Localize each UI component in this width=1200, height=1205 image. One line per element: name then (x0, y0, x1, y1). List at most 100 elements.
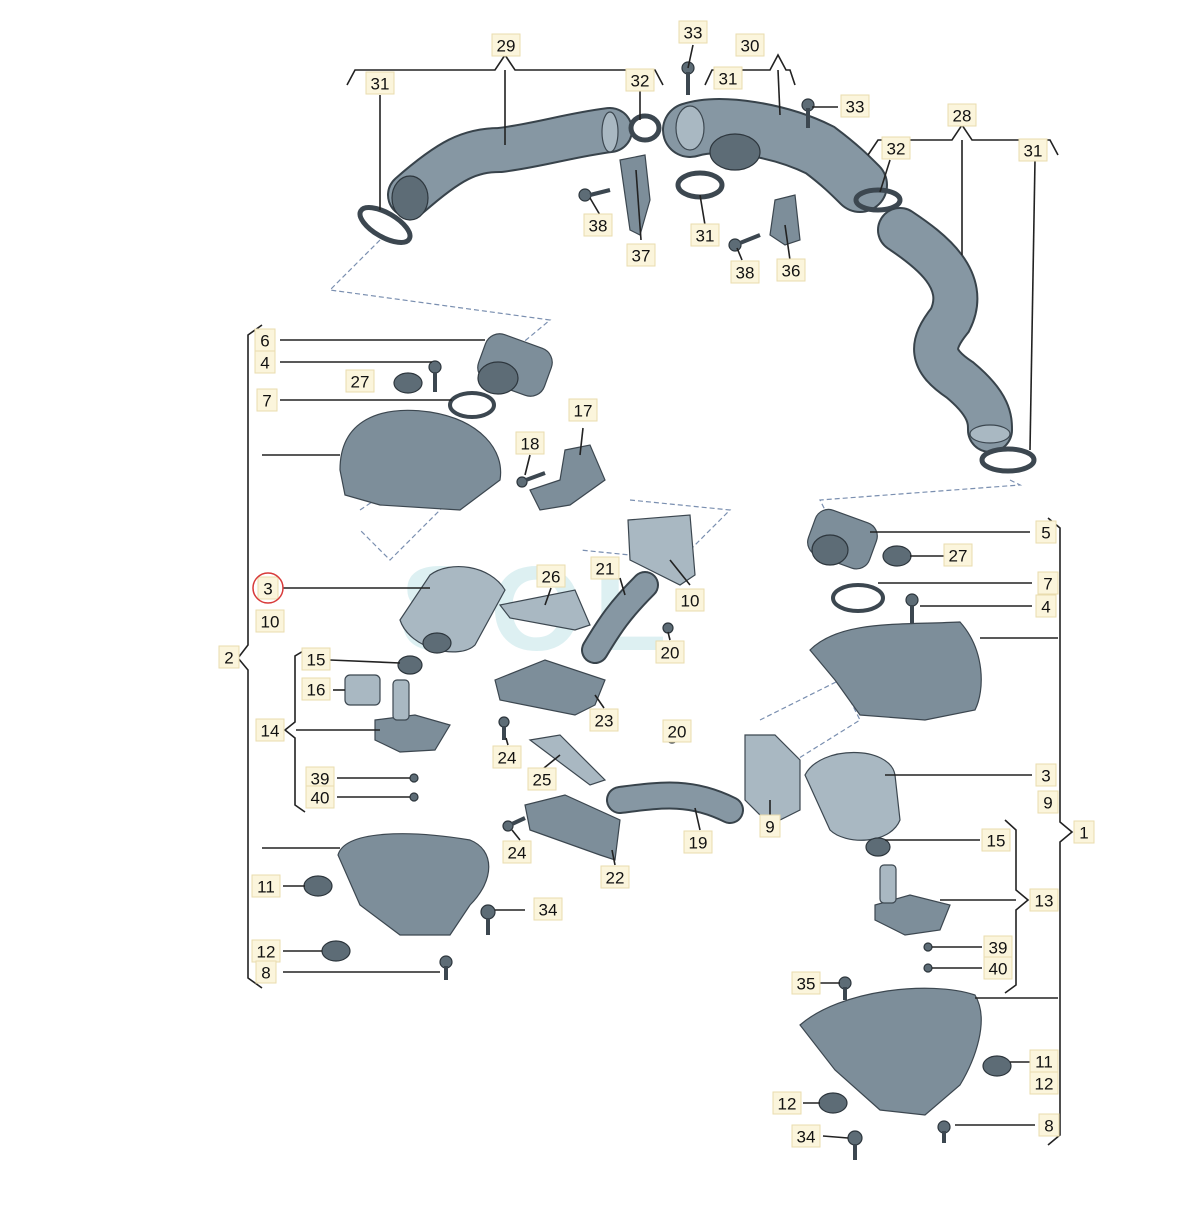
part-36-bracket (769, 194, 801, 246)
part-label-box (735, 33, 765, 57)
part-label-l21: 21 (590, 556, 620, 580)
part-label-text: 10 (681, 592, 700, 611)
part-label-text: 28 (953, 107, 972, 126)
part-label-l3a: 3 (257, 576, 279, 600)
part-40-right (923, 963, 933, 973)
part-39-left (409, 773, 419, 783)
leader-lines (262, 44, 1058, 1139)
part-13-valve-stem-right (879, 864, 897, 904)
part-label-text: 31 (696, 227, 715, 246)
part-label-text: 25 (533, 771, 552, 790)
part-13-valve-right (874, 894, 951, 936)
part-25-grille (528, 734, 607, 786)
part-label-box (881, 136, 911, 160)
part-label-l4a: 4 (254, 350, 276, 374)
part-label-text: 32 (631, 72, 650, 91)
part-label-l24b: 24 (502, 840, 532, 864)
part-label-text: 26 (542, 568, 561, 587)
part-label-box (600, 865, 630, 889)
part-label-text: 35 (797, 975, 816, 994)
part-label-text: 29 (497, 37, 516, 56)
part-label-l40a: 40 (305, 785, 335, 809)
part-label-l24a: 24 (492, 745, 522, 769)
part-34-fastener-left (480, 904, 496, 935)
part-label-text: 14 (261, 722, 280, 741)
part-label-text: 4 (260, 354, 269, 373)
part-label-text: 15 (307, 651, 326, 670)
part-label-box (590, 556, 620, 580)
part-8-screw-right (937, 1120, 951, 1143)
part-label-l20a: 20 (655, 640, 685, 664)
part-37-bracket (619, 154, 651, 236)
part-31-hose-clamp (357, 205, 413, 245)
part-label-text: 11 (257, 878, 275, 897)
part-label-text: 40 (989, 960, 1008, 979)
part-label-l6: 6 (254, 328, 276, 352)
part-label-text: 20 (668, 723, 687, 742)
part-label-text: 24 (508, 844, 527, 863)
part-label-l32a: 32 (625, 68, 655, 92)
part-label-l3b: 3 (1035, 763, 1057, 787)
part-label-text: 33 (846, 98, 865, 117)
part-label-box (255, 609, 285, 633)
air-filter-lower-housing-right (799, 987, 982, 1116)
part-label-text: 12 (1035, 1075, 1054, 1094)
part-label-text: 22 (606, 869, 625, 888)
part-label-box (218, 645, 240, 669)
part-label-text: 16 (307, 681, 326, 700)
part-label-box (1035, 520, 1057, 544)
air-filter-upper-housing-left (339, 409, 502, 511)
part-label-l31c: 31 (1018, 138, 1048, 162)
part-label-box (256, 388, 278, 412)
part-label-l4b: 4 (1035, 594, 1057, 618)
part-label-box (589, 708, 619, 732)
part-18-screw (516, 471, 546, 488)
part-label-box (515, 431, 545, 455)
part-label-l18: 18 (515, 431, 545, 455)
part-4-screw-left (428, 360, 442, 392)
part-label-l39b: 39 (983, 935, 1013, 959)
part-label-text: 40 (311, 789, 330, 808)
highlight-circle-part-3 (252, 572, 284, 604)
part-label-box (626, 243, 656, 267)
part-label-text: 10 (261, 613, 280, 632)
part-7-seal-right (831, 583, 885, 613)
part-label-text: 12 (257, 943, 276, 962)
part-label-box (254, 350, 276, 374)
part-6-air-mass-meter (477, 333, 553, 397)
part-label-box (675, 588, 705, 612)
part-label-text: 18 (521, 435, 540, 454)
part-label-box (943, 543, 973, 567)
part-label-box (533, 897, 563, 921)
part-label-l29: 29 (491, 33, 521, 57)
part-label-text: 38 (736, 264, 755, 283)
part-label-text: 34 (539, 901, 558, 920)
part-label-l12a: 12 (251, 939, 281, 963)
part-label-l2: 2 (218, 645, 240, 669)
part-label-box (568, 398, 598, 422)
part-39-right (923, 942, 933, 952)
air-filter-upper-housing-right (809, 621, 982, 721)
part-label-box (981, 828, 1011, 852)
part-8-screw-left (439, 955, 453, 980)
part-label-l33a: 33 (678, 20, 708, 44)
part-label-box (730, 260, 760, 284)
part-label-box (365, 71, 395, 95)
part-label-l35: 35 (791, 971, 821, 995)
part-label-box (301, 677, 331, 701)
part-label-l25: 25 (527, 767, 557, 791)
part-4-screw-right (905, 593, 919, 625)
part-35-screw (838, 976, 852, 1000)
part-label-l38a: 38 (583, 213, 613, 237)
part-label-text: 3 (1041, 767, 1050, 786)
part-label-text: 30 (741, 37, 760, 56)
part-label-box (840, 94, 870, 118)
part-label-l31b: 31 (713, 66, 743, 90)
part-label-l22: 22 (600, 865, 630, 889)
part-label-text: 11 (1035, 1053, 1053, 1072)
part-29-intake-hose (387, 107, 633, 221)
part-label-box (662, 719, 692, 743)
part-label-box (791, 1124, 821, 1148)
part-15-grommet-left (397, 655, 423, 675)
